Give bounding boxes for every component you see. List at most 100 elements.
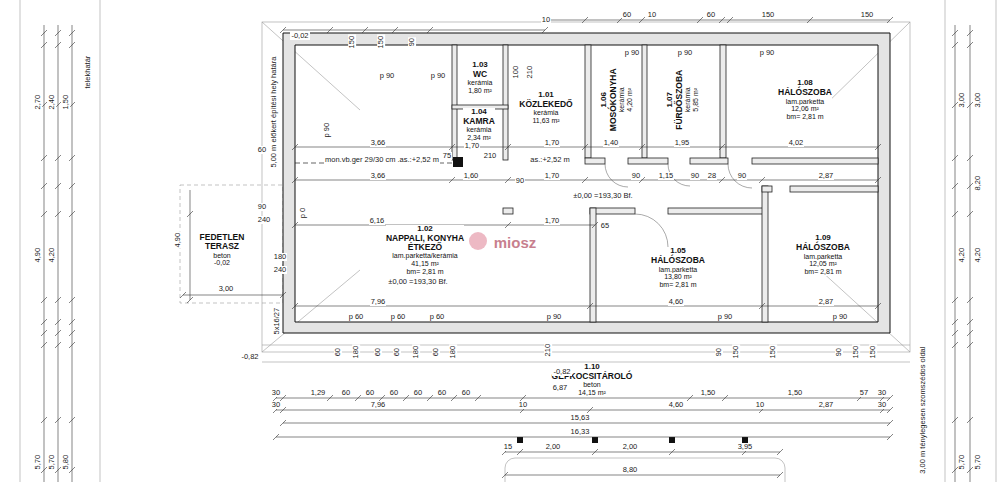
- dimension-line: [952, 319, 958, 325]
- room-number: 1.07: [666, 70, 675, 130]
- dimension-line: [41, 417, 47, 423]
- dimension-line: [505, 177, 511, 183]
- dimension-label: 90: [257, 203, 267, 211]
- dimension-line: [69, 30, 75, 36]
- room-text: KAMRA: [463, 117, 495, 126]
- dimension-label: p 60: [348, 313, 365, 321]
- watermark: miosz: [493, 235, 538, 252]
- dimension-label: 1,60: [463, 172, 480, 180]
- dimension-line: [807, 17, 813, 23]
- chimney: [453, 157, 463, 167]
- dimension-label: 240: [273, 266, 288, 274]
- dimension-label: 2,87: [818, 401, 835, 409]
- dimension-label: 2,00: [545, 443, 562, 451]
- dimension-line: [55, 319, 61, 325]
- room-text: HÁLÓSZOBA: [651, 256, 705, 265]
- dimension-line: [505, 452, 780, 453]
- room-text: ÉTKEZŐ: [386, 243, 464, 252]
- room-text: lam.parketta: [796, 253, 850, 261]
- dimension-line: [967, 42, 973, 48]
- dimension-label: 60: [461, 389, 471, 397]
- dimension-line: [952, 467, 958, 473]
- dimension-line: [967, 342, 973, 348]
- dimension-line: [727, 17, 733, 23]
- dimension-label: 1,29: [310, 389, 327, 397]
- dimension-label: 210: [526, 65, 534, 80]
- dimension-label: 7,96: [370, 298, 387, 306]
- dimension-label: 210: [483, 152, 498, 160]
- dimension-line: [69, 42, 75, 48]
- dimension-line: [542, 27, 548, 33]
- room-label: 1.03WCkerámia1,80 m²: [468, 61, 493, 95]
- dimension-line: [69, 319, 75, 325]
- dimension-label: 5,70: [34, 454, 42, 471]
- room-text: 13,80 m²: [651, 273, 705, 281]
- room-label: 1.05HÁLÓSZOBAlam.parketta13,80 m²bm= 2,8…: [651, 247, 705, 288]
- dimension-label: 15: [503, 443, 513, 451]
- room-text: kerámia: [468, 79, 493, 87]
- dimension-label: 3,00: [974, 92, 982, 109]
- dimension-label: -0,82: [240, 353, 259, 361]
- dimension-label: 3,00 m ténylegesen szomszédos oldal: [920, 345, 928, 474]
- dimension-line: [41, 155, 47, 161]
- dimension-label: 3,00: [958, 92, 966, 109]
- dimension-line: [41, 342, 47, 348]
- room-number: 1.08: [778, 79, 832, 88]
- dimension-line: [777, 472, 783, 478]
- dimension-line: [41, 42, 47, 48]
- dimension-line: [967, 319, 973, 325]
- dimension-lines: [41, 17, 973, 482]
- room-text: NAPPALI, KONYHA: [386, 234, 464, 243]
- dimension-line: [722, 395, 728, 401]
- dimension-line: [475, 395, 481, 401]
- dimension-line: [44, 25, 45, 482]
- dimension-line: [502, 472, 508, 478]
- dimension-line: [41, 30, 47, 36]
- dimension-line: [759, 177, 765, 183]
- dimension-label: 90: [408, 37, 416, 47]
- dimension-label: 60: [334, 347, 342, 357]
- dimension-line: [887, 420, 893, 426]
- room-text: 2,34 m²: [463, 134, 495, 142]
- room-text: bm= 2,81 m: [778, 113, 832, 121]
- dimension-line: [952, 211, 958, 217]
- room-number: 1.01: [519, 91, 572, 100]
- dimension-label: 10: [755, 401, 765, 409]
- dimension-line: [292, 144, 298, 150]
- dimension-label: 3,00: [218, 285, 235, 293]
- dimension-line: [72, 25, 73, 482]
- dimension-label: ±0,00 =193,30 Bf.: [572, 192, 633, 200]
- room-text: 12,06 m²: [778, 105, 832, 113]
- dimension-label: 60: [389, 389, 399, 397]
- dimension-line: [427, 27, 433, 33]
- dimension-line: [392, 27, 398, 33]
- dimension-label: 4,02: [788, 139, 805, 147]
- dimension-label: 1,70: [464, 142, 481, 150]
- dimension-line: [280, 27, 286, 33]
- dimension-label: 180: [352, 345, 360, 360]
- dimension-line: [187, 211, 193, 217]
- dimension-label: 210: [544, 343, 552, 358]
- room-label: 1.08HÁLÓSZOBAlam.parketta12,06 m²bm= 2,8…: [778, 79, 832, 120]
- dimension-label: 180: [412, 345, 420, 360]
- room-text: FÜRDŐSZOBA: [675, 70, 684, 130]
- dimension-line: [592, 449, 598, 455]
- dimension-line: [952, 183, 958, 189]
- dimension-label: 90: [631, 172, 641, 180]
- dimension-label: 1,70: [544, 139, 561, 147]
- dimension-label: as.:+2,52 m: [529, 156, 570, 164]
- dimension-line: [967, 155, 973, 161]
- dimension-line: [952, 155, 958, 161]
- dimension-line: [69, 342, 75, 348]
- room-label: 1.09HÁLÓSZOBAlam.parketta12,05 m²bm= 2,8…: [796, 234, 850, 275]
- dimension-label: 2,87: [818, 172, 835, 180]
- room-text: MOSÓKONYHA: [608, 69, 617, 132]
- dimension-line: [587, 303, 593, 309]
- dimension-label: 4,20: [48, 247, 56, 264]
- dimension-line: [887, 407, 893, 413]
- dimension-line: [41, 319, 47, 325]
- dimension-label: 60: [365, 389, 375, 397]
- dimension-line: [639, 144, 645, 150]
- dimension-label: 150: [761, 11, 776, 19]
- room-text: TERASZ: [200, 242, 245, 251]
